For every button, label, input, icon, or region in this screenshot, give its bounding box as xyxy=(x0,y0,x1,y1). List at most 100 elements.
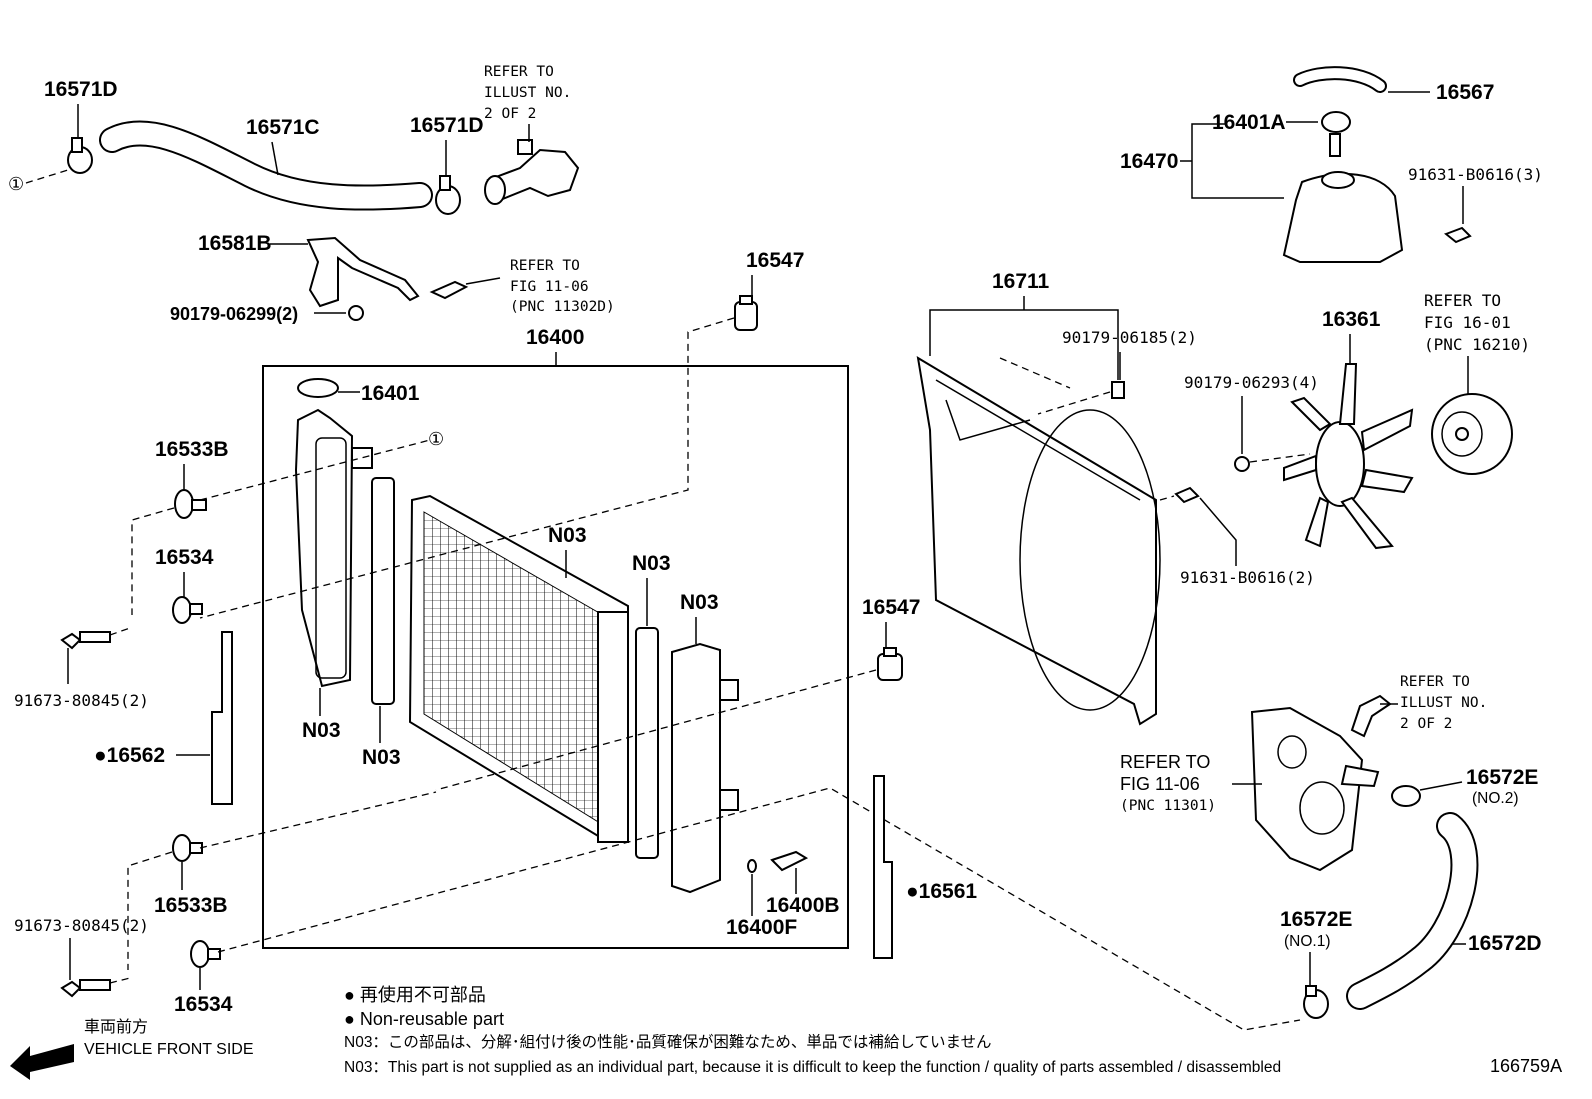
refer-illust-right-line3: 2 OF 2 xyxy=(1400,716,1452,732)
label-N03-1: N03 xyxy=(302,719,341,742)
fan-clutch xyxy=(1431,393,1513,475)
legend-n03-en: N03：This part is not supplied as an indi… xyxy=(344,1059,1281,1076)
label-90179-06293: 90179-06293(4) xyxy=(1184,373,1319,392)
front-label-en: VEHICLE FRONT SIDE xyxy=(84,1041,254,1058)
mount-cushion-right xyxy=(877,647,903,681)
refer-fig-1601-line3: (PNC 16210) xyxy=(1424,335,1530,354)
label-16561: ●16561 xyxy=(906,880,977,903)
refer-fig-1106-top-line2: FIG 11-06 xyxy=(510,279,589,295)
refer-fig-1106-right-note: REFER TO FIG 11-06 (PNC 11301) xyxy=(1120,752,1216,814)
label-16547-top: 16547 xyxy=(746,249,804,272)
nut-90179-06293 xyxy=(1234,456,1250,472)
refer-illust-top-line1: REFER TO xyxy=(484,64,554,80)
legend-n03-jp: N03：この部品は、分解･組付け後の性能･品質確保が困難なため、単品では補給して… xyxy=(344,1033,992,1051)
refer-fig-1106-right-line2: FIG 11-06 xyxy=(1120,774,1200,794)
label-16400F: 16400F xyxy=(726,916,797,939)
mount-collar-bottom xyxy=(190,940,221,968)
left-mount-group: 16547 16533B ① 16534 91673-80845(2) xyxy=(14,249,1301,1031)
tank-gasket-right xyxy=(635,627,659,859)
cooling-fan xyxy=(1283,363,1414,550)
label-16571C: 16571C xyxy=(246,116,320,139)
radiator-lower-tank xyxy=(671,642,739,894)
legend-en-nonreusable: ● Non-reusable part xyxy=(344,1009,504,1029)
label-16361: 16361 xyxy=(1322,308,1381,331)
refer-illust-right-note: REFER TO ILLUST NO. 2 OF 2 xyxy=(1400,674,1487,732)
reservoir-cap-16401A xyxy=(1321,111,1351,157)
refer-fig-1106-right-line1: REFER TO xyxy=(1120,752,1210,772)
radiator-upper-tank xyxy=(294,408,373,688)
bolt-91631-2 xyxy=(1174,486,1200,504)
label-90179-06299: 90179-06299(2) xyxy=(170,304,298,324)
refer-fig-1601-line2: FIG 16-01 xyxy=(1424,313,1511,332)
side-seal-16561 xyxy=(873,775,893,959)
water-pump-group: REFER TO ILLUST NO. 2 OF 2 REFER TO FIG … xyxy=(1120,674,1542,1019)
refer-fig-1106-top-line3: (PNC 11302D) xyxy=(510,299,615,315)
label-16534-top: 16534 xyxy=(155,546,214,569)
mount-bushing-bottom xyxy=(172,834,203,862)
legend-jp-nonreusable: ● 再使用不可部品 xyxy=(344,985,486,1005)
label-16400B: 16400B xyxy=(766,894,840,917)
refer-fig-1106-right-line3: (PNC 11301) xyxy=(1120,798,1216,814)
hose-clamp-no1 xyxy=(1303,985,1329,1019)
label-N03-4: N03 xyxy=(632,552,671,575)
circle-ref-1-right: ① xyxy=(428,429,444,449)
drain-cock xyxy=(770,850,809,872)
refer-illust-top-note: REFER TO ILLUST NO. 2 OF 2 xyxy=(484,64,571,122)
label-16571D-right: 16571D xyxy=(410,114,484,137)
label-16534-bottom: 16534 xyxy=(174,993,233,1016)
label-16400: 16400 xyxy=(526,326,584,349)
mount-bushing-top xyxy=(174,489,207,519)
refer-fig-1106-top-line1: REFER TO xyxy=(510,258,580,274)
refer-fig-1601-line1: REFER TO xyxy=(1424,291,1501,310)
water-inlet-elbow xyxy=(1350,694,1392,738)
fan-shroud-group: 16711 90179-06185(2) xyxy=(916,270,1197,726)
fan-shroud xyxy=(916,356,1157,726)
label-16547-mid: 16547 xyxy=(862,596,920,619)
fan-group: 16361 90179-06293(4) REFER TO FIG 16-01 … xyxy=(1159,291,1530,587)
upper-radiator-hose-group: 16571D ① 16571C 16571D REFER TO ILLUST N… xyxy=(8,64,580,215)
hose-clamp-no2 xyxy=(1391,785,1421,807)
right-mount-group: 16547 ●16561 xyxy=(435,596,977,959)
tank-gasket-left xyxy=(371,477,395,705)
diagram-id: 166759A xyxy=(1490,1056,1562,1076)
bolt-90179-06299 xyxy=(348,305,364,321)
hose-clamp-right xyxy=(435,175,461,215)
label-16711: 16711 xyxy=(992,270,1050,293)
label-16572E-no1: 16572E xyxy=(1280,908,1352,931)
label-16401A: 16401A xyxy=(1212,111,1286,134)
front-label-jp: 車両前方 xyxy=(84,1018,148,1036)
label-N03-2: N03 xyxy=(362,746,401,769)
refer-fig-1601-note: REFER TO FIG 16-01 (PNC 16210) xyxy=(1424,291,1530,354)
refer-illust-right-line1: REFER TO xyxy=(1400,674,1470,690)
hose-bracket xyxy=(306,236,420,308)
refer-illust-top-line3: 2 OF 2 xyxy=(484,106,536,122)
label-N03-5: N03 xyxy=(680,591,719,614)
nut-90179-06185 xyxy=(1111,381,1125,399)
radiator-cap xyxy=(297,378,339,398)
radiator-assembly-group: 16400 16401 N03 N03 N03 N03 xyxy=(262,326,849,949)
radiator-core xyxy=(408,494,629,844)
label-16572D: 16572D xyxy=(1468,932,1542,955)
hose-bracket-group: 16581B 90179-06299(2) REFER TO FIG 11-06… xyxy=(170,232,615,324)
label-16571D-left: 16571D xyxy=(44,78,118,101)
mount-cushion-top xyxy=(734,295,758,331)
label-16581B: 16581B xyxy=(198,232,272,255)
label-91631-B0616-2: 91631-B0616(2) xyxy=(1180,568,1315,587)
label-90179-06185: 90179-06185(2) xyxy=(1062,328,1197,347)
side-seal-16562 xyxy=(211,631,233,805)
bolt-91673-top xyxy=(60,631,111,650)
label-16470: 16470 xyxy=(1120,150,1178,173)
label-91631-B0616-3: 91631-B0616(3) xyxy=(1408,165,1543,184)
refer-illust-right-line2: ILLUST NO. xyxy=(1400,695,1487,711)
label-no1: (NO.1) xyxy=(1284,933,1331,950)
label-N03-3: N03 xyxy=(548,524,587,547)
circle-ref-1-left: ① xyxy=(8,174,24,194)
hose-clamp-left xyxy=(67,137,93,174)
label-16401: 16401 xyxy=(361,382,420,405)
radiator-assembly-box xyxy=(262,365,849,949)
drain-plug-gasket xyxy=(747,859,757,873)
label-16533B-bottom: 16533B xyxy=(154,894,228,917)
label-16533B-top: 16533B xyxy=(155,438,229,461)
